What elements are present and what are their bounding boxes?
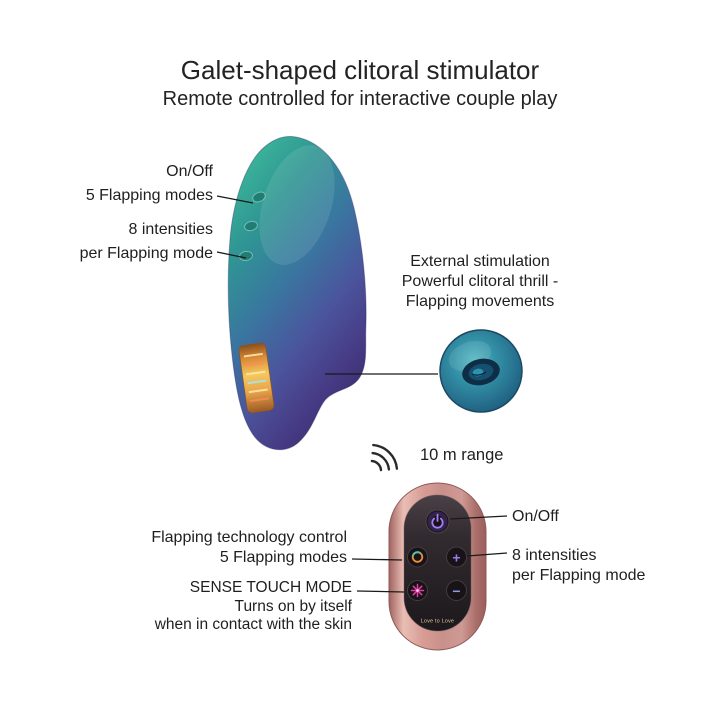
- remote-brand-label: Love to Love: [421, 619, 454, 625]
- label-skin-contact: when in contact with the skin: [154, 616, 352, 633]
- label-device-per-mode: per Flapping mode: [79, 245, 213, 262]
- device-sheen: [259, 145, 335, 265]
- label-clitoral-thrill: Powerful clitoral thrill -: [401, 273, 559, 290]
- callout-remote-onoff: On/Off: [512, 508, 559, 525]
- label-device-intensities: 8 intensities: [128, 221, 214, 238]
- label-flapping-movements: Flapping movements: [405, 293, 555, 310]
- remote-minus-button: −: [446, 580, 467, 601]
- callout-device-onoff: On/Off 5 Flapping modes: [86, 160, 213, 208]
- label-external-stimulation: External stimulation: [410, 253, 550, 270]
- connector-device-intensity: [216, 251, 247, 259]
- connector-device-onoff: [216, 195, 254, 204]
- remote-mode-button: [407, 546, 428, 568]
- label-device-onoff: On/Off: [166, 163, 213, 180]
- power-icon: [431, 513, 444, 529]
- minus-icon: −: [452, 583, 460, 599]
- connector-remote-onoff: [449, 515, 508, 520]
- device-control-buttons: [239, 191, 266, 262]
- inset-flapping-detail: [439, 329, 523, 413]
- label-sense-touch-mode: SENSE TOUCH MODE: [189, 579, 352, 596]
- connector-remote-flapping: [351, 558, 403, 561]
- plus-icon: +: [452, 550, 460, 566]
- page-title: Galet-shaped clitoral stimulator: [180, 55, 540, 85]
- flapping-mode-icon: [411, 551, 424, 563]
- connector-remote-sense: [356, 590, 405, 593]
- remote-illustration: + − Love to Love: [388, 482, 487, 651]
- connector-remote-intensity: [466, 552, 508, 557]
- remote-plus-button: +: [446, 546, 467, 568]
- label-turns-on: Turns on by itself: [234, 597, 352, 615]
- device-sticker: [238, 342, 275, 414]
- signal-waves-icon: [370, 443, 399, 472]
- label-remote-flapping-modes: 5 Flapping modes: [219, 549, 347, 566]
- device-illustration: [227, 135, 367, 451]
- range-label: 10 m range: [420, 446, 504, 464]
- callout-device-intensity: 8 intensities per Flapping mode: [80, 218, 213, 266]
- label-remote-intensities: 8 intensities: [512, 547, 597, 564]
- callout-external-stimulation: External stimulation Powerful clitoral t…: [360, 252, 600, 312]
- label-remote-per-mode: per Flapping mode: [512, 567, 646, 584]
- callout-sense-touch: SENSE TOUCH MODE Turns on by itself when…: [155, 579, 352, 635]
- remote-sense-button: [407, 580, 428, 601]
- label-device-flapping-modes: 5 Flapping modes: [85, 187, 213, 204]
- label-flapping-control: Flapping technology control: [151, 529, 347, 546]
- callout-remote-flapping: Flapping technology control 5 Flapping m…: [151, 528, 347, 568]
- page-subtitle: Remote controlled for interactive couple…: [162, 88, 558, 110]
- remote-power-button: [425, 509, 450, 534]
- callout-remote-intensity: 8 intensities per Flapping mode: [512, 546, 645, 586]
